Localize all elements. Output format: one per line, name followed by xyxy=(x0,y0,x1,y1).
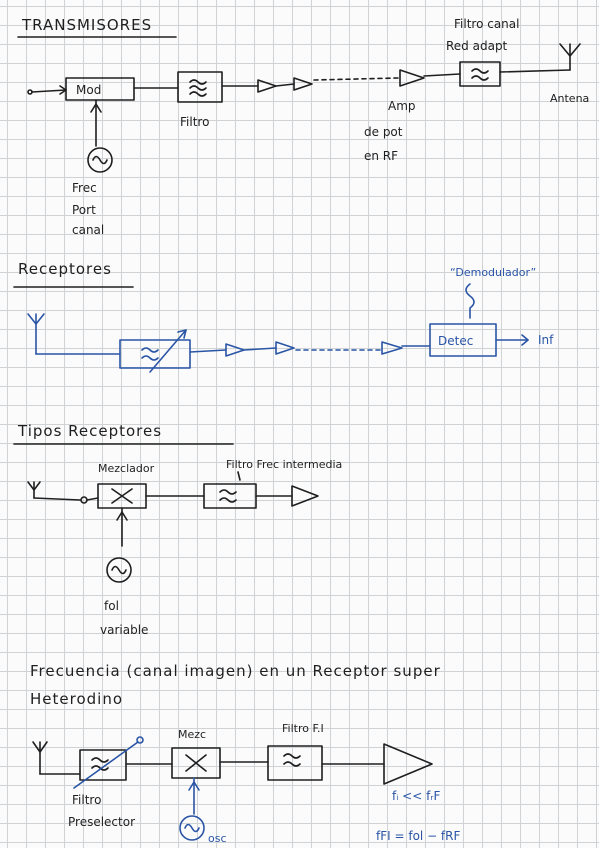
imagen-title: Heterodino xyxy=(30,690,123,708)
mod-block xyxy=(65,77,135,101)
amplifier-icon xyxy=(257,79,277,93)
filter-symbol-icon xyxy=(189,79,207,97)
mod-label: Mod xyxy=(76,83,101,97)
osc-label: osc xyxy=(208,832,227,845)
link-line xyxy=(423,73,461,77)
antenna-label: Antena xyxy=(550,92,589,105)
mixer-block xyxy=(171,747,221,779)
tuning-arrow xyxy=(73,741,139,789)
antenna-icon xyxy=(32,741,48,753)
transmisores-section: TRANSMISORES Mod Filtro Amp de pot en RF… xyxy=(17,16,589,237)
filter-symbol-icon xyxy=(141,347,159,361)
arrowhead xyxy=(116,511,128,521)
sine-icon xyxy=(111,565,127,575)
oscillator-icon xyxy=(106,557,132,583)
frequency-formula: fFI = fol − fRF xyxy=(376,829,460,843)
dashed-chain-line xyxy=(313,77,399,81)
amplifier-icon xyxy=(225,343,245,357)
link-line xyxy=(243,347,277,351)
filter-symbol-icon xyxy=(219,489,237,503)
sine-icon xyxy=(184,823,200,833)
bracket-connector xyxy=(465,283,475,319)
tuning-knob xyxy=(136,736,144,744)
preselector-filter-block xyxy=(79,749,127,781)
frequency-relation: fᵢ << fᵣF xyxy=(392,789,440,803)
mixer-label: Mezc xyxy=(178,728,206,741)
info-label: Inf xyxy=(538,333,554,347)
if-filter-label: Filtro F.I xyxy=(282,722,324,735)
junction-dot xyxy=(80,496,88,504)
link-line xyxy=(33,497,81,501)
antenna-icon xyxy=(559,43,581,57)
amplifier-icon xyxy=(275,341,295,355)
detector-label: Detec xyxy=(438,334,473,348)
if-filter-block xyxy=(267,745,323,781)
amplifier-icon xyxy=(293,77,313,91)
filter-symbol-icon xyxy=(283,753,301,767)
amp-label: Amp xyxy=(388,99,416,113)
power-amplifier-icon xyxy=(399,69,425,87)
if-filter-label: Filtro Frec intermedia xyxy=(226,458,342,471)
arrowhead xyxy=(188,781,200,791)
matching-network-label: Red adapt xyxy=(446,39,508,53)
receptores-section: Receptores “Demodulador” Detec Inf xyxy=(13,260,554,373)
mixer-label: Mezclador xyxy=(98,462,155,475)
tipos-receptores-section: Tipos Receptores Mezclador Filtro Frec i… xyxy=(13,422,342,637)
arrowhead xyxy=(90,103,102,113)
pol-label: fol xyxy=(104,599,119,613)
amplifier-icon xyxy=(291,485,319,507)
pol-label: variable xyxy=(100,623,148,637)
link-line xyxy=(189,349,227,353)
link-line xyxy=(86,497,99,501)
channel-filter-label: Filtro canal xyxy=(454,17,519,31)
antenna-icon xyxy=(27,481,41,491)
sine-icon xyxy=(92,155,108,165)
arrowhead xyxy=(177,329,187,339)
amplifier-icon xyxy=(381,341,403,355)
filter-symbol-icon xyxy=(471,68,489,81)
amp-label: en RF xyxy=(364,149,398,163)
filter-label: Filtro xyxy=(180,115,209,129)
amp-label: de pot xyxy=(364,125,403,139)
receptores-title: Receptores xyxy=(18,260,112,278)
antenna-icon xyxy=(27,313,45,325)
tipos-title: Tipos Receptores xyxy=(17,422,162,440)
preselector-label: Preselector xyxy=(68,815,135,829)
channel-filter-block xyxy=(459,61,501,87)
transmisores-title: TRANSMISORES xyxy=(21,16,152,34)
amplifier-icon xyxy=(383,743,433,785)
input-line xyxy=(31,89,67,93)
frec-label: Frec xyxy=(72,181,97,195)
if-filter-block xyxy=(203,483,257,509)
link-line xyxy=(499,69,571,73)
imagen-title: Frecuencia (canal imagen) en un Receptor… xyxy=(30,662,441,680)
tunable-filter-block xyxy=(119,339,191,369)
oscillator-icon xyxy=(179,815,205,841)
pointer-mark xyxy=(237,471,241,481)
oscillator-icon xyxy=(87,147,113,173)
demodulator-label: “Demodulador” xyxy=(450,266,536,279)
preselector-label: Filtro xyxy=(72,793,101,807)
frec-label: Port xyxy=(72,203,96,217)
mixer-x-icon xyxy=(111,488,133,504)
mixer-x-icon xyxy=(185,754,207,772)
tuning-arrow xyxy=(149,329,187,373)
filter-block xyxy=(177,71,223,103)
link-line xyxy=(275,83,295,87)
filter-symbol-icon xyxy=(91,757,109,771)
frec-label: canal xyxy=(72,223,104,237)
arrowhead xyxy=(521,334,529,346)
canal-imagen-section: Frecuencia (canal imagen) en un Receptor… xyxy=(30,662,460,845)
